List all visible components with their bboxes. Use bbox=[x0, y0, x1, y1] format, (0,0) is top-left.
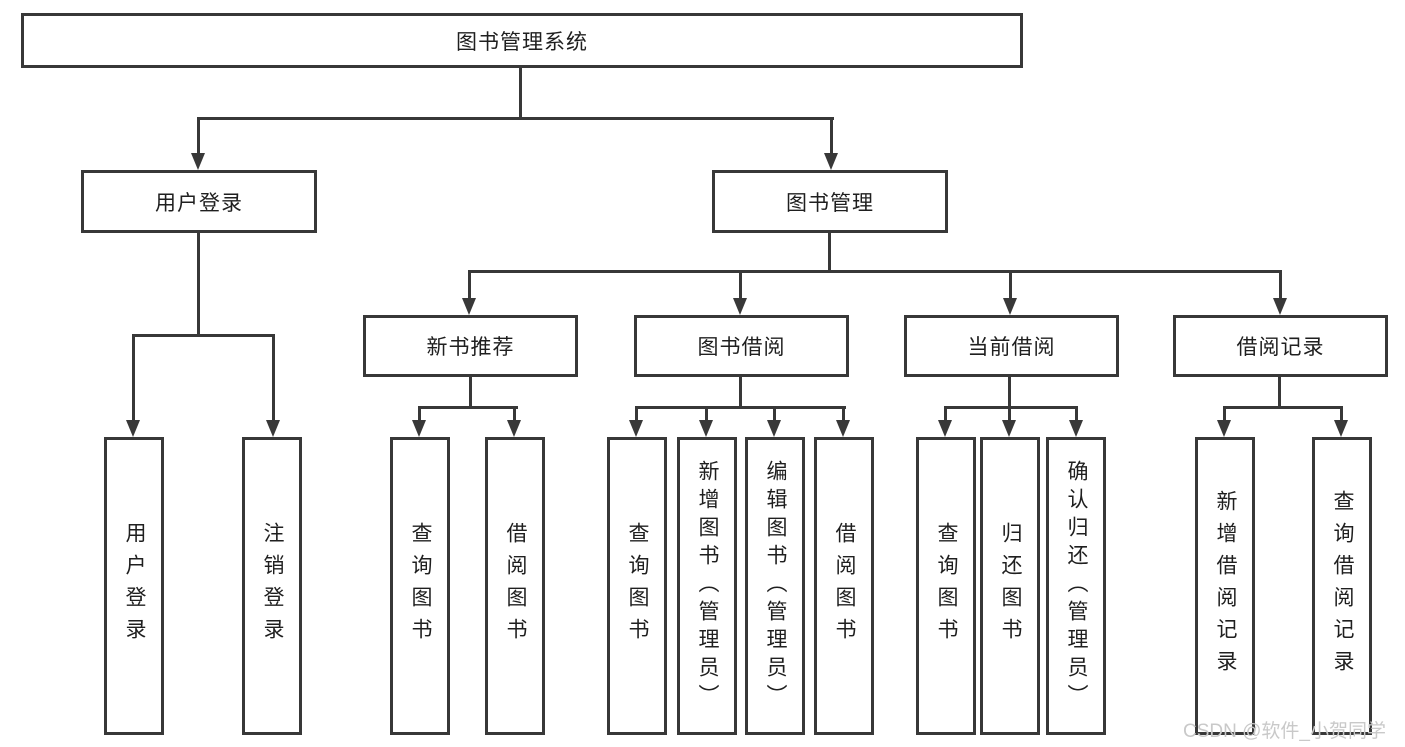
node-root-label: 图书管理系统 bbox=[456, 30, 588, 54]
node-leaf-borrow-query-books: 查询图书 bbox=[607, 437, 667, 735]
connector-line bbox=[272, 334, 275, 422]
connector-line bbox=[1223, 406, 1226, 422]
node-book-borrow-label: 图书借阅 bbox=[697, 336, 786, 359]
node-leaf-edit-books-admin: 编辑图书（管理员） bbox=[745, 437, 805, 735]
connector-line bbox=[1008, 406, 1011, 422]
node-book-management: 图书管理 bbox=[712, 170, 948, 233]
node-leaf-borrow-books-label: 借阅图书 bbox=[833, 522, 856, 650]
node-leaf-recommend-query-books: 查询图书 bbox=[390, 437, 450, 735]
node-new-book-recommend-label: 新书推荐 bbox=[426, 336, 515, 359]
node-leaf-query-borrow-record: 查询借阅记录 bbox=[1312, 437, 1372, 735]
connector-line bbox=[469, 377, 472, 409]
connector-line bbox=[1279, 270, 1282, 302]
connector-line bbox=[197, 117, 200, 155]
node-leaf-current-query-books-label: 查询图书 bbox=[935, 522, 958, 650]
node-current-borrow: 当前借阅 bbox=[904, 315, 1119, 377]
node-leaf-borrow-books: 借阅图书 bbox=[814, 437, 874, 735]
node-root-library-system: 图书管理系统 bbox=[21, 13, 1023, 68]
node-leaf-add-borrow-record-label: 新增借阅记录 bbox=[1214, 490, 1237, 682]
node-leaf-confirm-return-admin-label: 确认归还（管理员） bbox=[1065, 460, 1088, 712]
node-leaf-edit-books-admin-label: 编辑图书（管理员） bbox=[764, 460, 787, 712]
node-leaf-add-borrow-record: 新增借阅记录 bbox=[1195, 437, 1255, 735]
arrowhead-icon bbox=[733, 298, 747, 315]
arrowhead-icon bbox=[938, 420, 952, 437]
node-leaf-recommend-borrow-books-label: 借阅图书 bbox=[504, 522, 527, 650]
connector-line bbox=[773, 406, 776, 422]
connector-line bbox=[739, 270, 742, 302]
connector-line bbox=[1340, 406, 1343, 422]
node-leaf-recommend-query-books-label: 查询图书 bbox=[409, 522, 432, 650]
arrowhead-icon bbox=[266, 420, 280, 437]
node-borrow-records: 借阅记录 bbox=[1173, 315, 1388, 377]
arrowhead-icon bbox=[767, 420, 781, 437]
connector-line bbox=[944, 406, 947, 422]
node-leaf-current-query-books: 查询图书 bbox=[916, 437, 976, 735]
node-leaf-query-borrow-record-label: 查询借阅记录 bbox=[1331, 490, 1354, 682]
node-leaf-recommend-borrow-books: 借阅图书 bbox=[485, 437, 545, 735]
connector-line bbox=[1008, 377, 1011, 409]
connector-line bbox=[132, 334, 135, 422]
node-leaf-add-books-admin-label: 新增图书（管理员） bbox=[696, 460, 719, 712]
connector-line bbox=[635, 406, 846, 409]
connector-line bbox=[513, 406, 516, 422]
connector-line bbox=[830, 117, 833, 155]
connector-line bbox=[418, 406, 421, 422]
node-user-login-label: 用户登录 bbox=[155, 191, 243, 215]
node-leaf-return-books-label: 归还图书 bbox=[999, 522, 1022, 650]
connector-line bbox=[828, 233, 831, 273]
connector-line bbox=[705, 406, 708, 422]
node-leaf-logout: 注销登录 bbox=[242, 437, 302, 735]
node-current-borrow-label: 当前借阅 bbox=[967, 336, 1056, 359]
node-book-management-label: 图书管理 bbox=[786, 191, 874, 215]
connector-line bbox=[418, 406, 518, 409]
node-book-borrow: 图书借阅 bbox=[634, 315, 849, 377]
connector-line bbox=[468, 270, 471, 302]
connector-line bbox=[635, 406, 638, 422]
node-leaf-borrow-query-books-label: 查询图书 bbox=[626, 522, 649, 650]
arrowhead-icon bbox=[412, 420, 426, 437]
connector-line bbox=[468, 270, 1282, 273]
arrowhead-icon bbox=[836, 420, 850, 437]
node-leaf-return-books: 归还图书 bbox=[980, 437, 1040, 735]
arrowhead-icon bbox=[1334, 420, 1348, 437]
connector-line bbox=[1075, 406, 1078, 422]
arrowhead-icon bbox=[126, 420, 140, 437]
connector-line bbox=[1223, 406, 1343, 409]
node-leaf-add-books-admin: 新增图书（管理员） bbox=[677, 437, 737, 735]
node-leaf-logout-label: 注销登录 bbox=[261, 522, 284, 650]
connector-line bbox=[739, 377, 742, 409]
arrowhead-icon bbox=[507, 420, 521, 437]
csdn-watermark: CSDN @软件_小贺同学 bbox=[1183, 721, 1386, 742]
arrowhead-icon bbox=[191, 153, 205, 170]
arrowhead-icon bbox=[699, 420, 713, 437]
arrowhead-icon bbox=[1002, 420, 1016, 437]
node-leaf-confirm-return-admin: 确认归还（管理员） bbox=[1046, 437, 1106, 735]
connector-line bbox=[133, 334, 275, 337]
connector-line bbox=[1278, 377, 1281, 409]
arrowhead-icon bbox=[462, 298, 476, 315]
node-user-login: 用户登录 bbox=[81, 170, 317, 233]
connector-line bbox=[1009, 270, 1012, 302]
node-borrow-records-label: 借阅记录 bbox=[1236, 336, 1325, 359]
connector-line bbox=[519, 68, 522, 120]
arrowhead-icon bbox=[629, 420, 643, 437]
connector-line bbox=[944, 406, 1078, 409]
node-new-book-recommend: 新书推荐 bbox=[363, 315, 578, 377]
node-leaf-user-login: 用户登录 bbox=[104, 437, 164, 735]
connector-line bbox=[842, 406, 845, 422]
connector-line bbox=[198, 117, 834, 120]
arrowhead-icon bbox=[824, 153, 838, 170]
node-leaf-user-login-label: 用户登录 bbox=[123, 522, 146, 650]
arrowhead-icon bbox=[1273, 298, 1287, 315]
arrowhead-icon bbox=[1003, 298, 1017, 315]
arrowhead-icon bbox=[1069, 420, 1083, 437]
connector-line bbox=[197, 233, 200, 337]
arrowhead-icon bbox=[1217, 420, 1231, 437]
